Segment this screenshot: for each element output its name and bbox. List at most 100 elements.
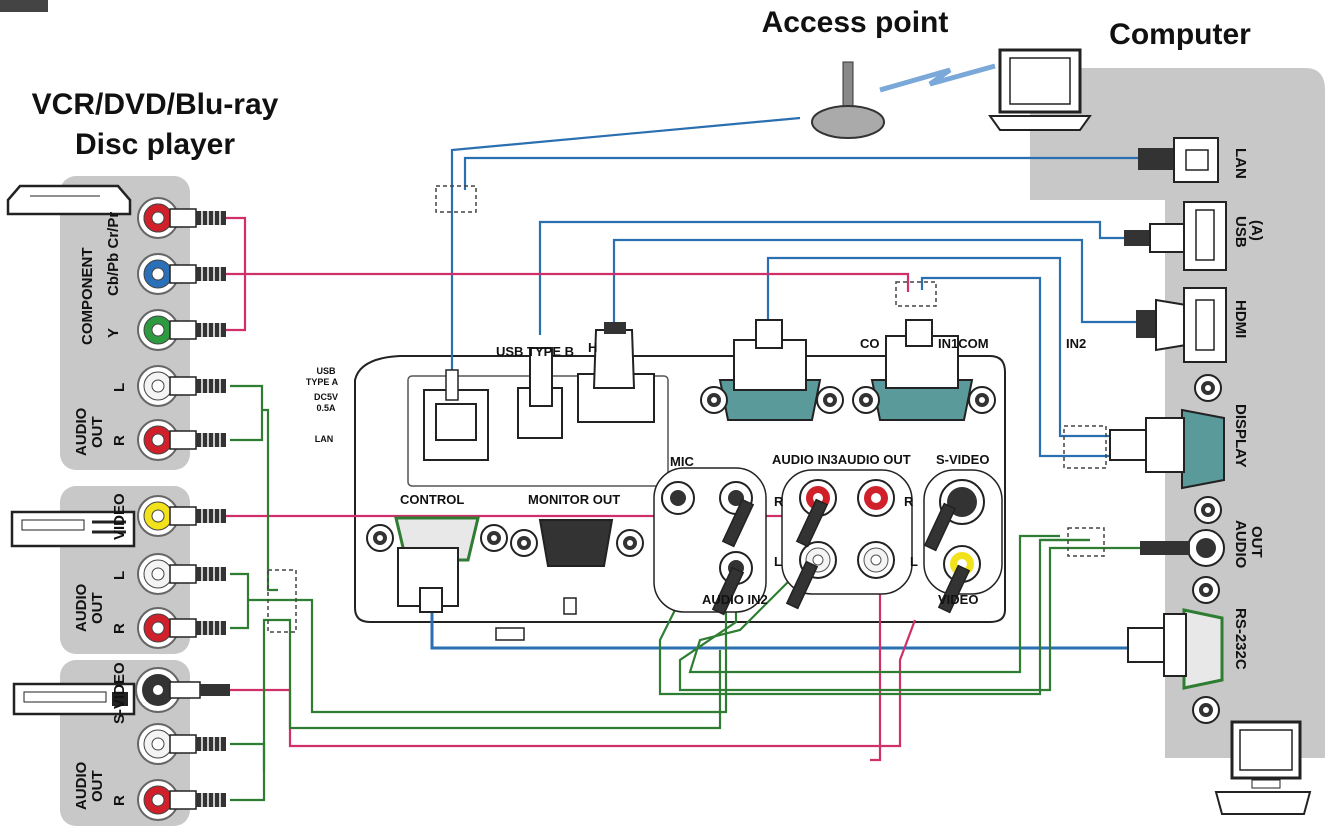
hdmi-cable xyxy=(612,238,1140,328)
label-r-3: R xyxy=(111,795,128,806)
label-mic: MIC xyxy=(670,454,694,469)
audio-in3-cable xyxy=(688,534,1060,674)
access-point-title: Access point xyxy=(762,6,949,39)
label-monitor-out: MONITOR OUT xyxy=(528,492,620,507)
svideo-cable xyxy=(230,619,917,748)
component-cb-cable xyxy=(214,272,910,292)
audio2-cable xyxy=(248,580,728,714)
dash-lan xyxy=(435,185,477,213)
projector-plugs xyxy=(711,498,971,616)
audio3-bridge xyxy=(230,742,266,802)
label-co: CO xyxy=(860,336,880,351)
label-audio-out-3a: AUDIO xyxy=(73,761,90,810)
rs232c-cable xyxy=(430,610,1128,650)
label-video: VIDEO xyxy=(111,493,128,540)
source-title: VCR/DVD/Blu-ray xyxy=(32,88,279,121)
label-rs232c: RS-232C xyxy=(1232,608,1249,670)
computer-audio-out-jack xyxy=(1140,529,1225,567)
label-audio-in2: AUDIO IN2 xyxy=(702,592,768,607)
label-05a: 0.5A xyxy=(316,403,336,413)
label-r-projector-2: R xyxy=(904,494,914,509)
slot xyxy=(495,627,525,641)
usb-cable xyxy=(538,220,1128,335)
audio1-down xyxy=(262,408,278,592)
vcr-icon xyxy=(10,510,136,548)
label-out-computer: OUT xyxy=(1248,526,1265,558)
lan-cable-ap xyxy=(450,116,801,380)
label-audio-out-1a: AUDIO xyxy=(73,407,90,456)
wireless-icon xyxy=(879,63,996,93)
label-usb-type-b: USB TYPE B xyxy=(496,344,574,359)
dash-in xyxy=(895,281,937,307)
component-cb-plug xyxy=(169,264,227,284)
computer-in1-port xyxy=(700,319,844,421)
control-port xyxy=(366,516,508,613)
video-cable xyxy=(214,514,882,762)
computer-hdmi-port xyxy=(1136,287,1227,363)
computer-lan-port xyxy=(1138,137,1219,183)
label-audio-out-2a: AUDIO xyxy=(73,583,90,632)
label-audio-out-2b: OUT xyxy=(89,592,106,624)
laptop-icon xyxy=(988,48,1092,131)
lan-cable-computer xyxy=(463,156,1140,190)
label-hdmi: HDMI xyxy=(1232,300,1249,338)
component-y-plug xyxy=(169,320,227,340)
label-display: DISPLAY xyxy=(1232,404,1249,468)
computer-usb-port xyxy=(1124,201,1227,271)
computer-rs232c-port xyxy=(1127,576,1224,724)
label-l-projector-1: L xyxy=(774,554,782,569)
desktop-computer-icon xyxy=(1214,720,1312,815)
dash-audio xyxy=(1067,527,1105,557)
label-usb-type-a2: TYPE A xyxy=(306,377,339,387)
display-cable-in1 xyxy=(766,256,1110,438)
display-cable-in2 xyxy=(920,276,1110,458)
computer-display-port xyxy=(1109,374,1225,524)
access-point xyxy=(811,61,996,139)
label-svideo-projector: S-VIDEO xyxy=(936,452,989,467)
svideo-video-jacks xyxy=(923,469,1003,595)
label-audio-out-3b: OUT xyxy=(89,770,106,802)
dashed-markers xyxy=(267,185,1107,633)
label-h: H xyxy=(588,340,597,355)
label-cb-cr: Cb/Pb Cr/Pr xyxy=(105,212,122,296)
label-lan-computer: LAN xyxy=(1232,148,1249,179)
label-audio-in3: AUDIO IN3AUDIO OUT xyxy=(772,452,911,467)
label-audio-out-1b: OUT xyxy=(89,416,106,448)
label-r-projector-1: R xyxy=(774,494,784,509)
label-lan-projector: LAN xyxy=(315,434,334,444)
label-usb-type-a: USB xyxy=(316,366,336,376)
audio1-bridge xyxy=(230,384,264,442)
projector-ports xyxy=(366,319,1003,641)
bluray-player-icon xyxy=(12,682,136,716)
label-video-projector: VIDEO xyxy=(938,592,978,607)
label-l-projector-2: L xyxy=(910,554,918,569)
label-in1com: IN1COM xyxy=(938,336,989,351)
label-y: Y xyxy=(105,328,122,338)
audio2-bridge xyxy=(230,572,250,630)
dash-left xyxy=(267,569,297,633)
left-connectors xyxy=(135,197,230,821)
label-audio-computer: AUDIO xyxy=(1232,520,1249,569)
label-dc5v: DC5V xyxy=(314,392,338,402)
dvd-player-icon xyxy=(6,184,132,216)
computer-connectors xyxy=(1109,137,1227,724)
label-usb-computer: USB xyxy=(1232,216,1249,248)
audio-out-cable-a xyxy=(678,546,1140,692)
label-control: CONTROL xyxy=(400,492,464,507)
label-l-2: L xyxy=(111,571,128,580)
audio3-cable xyxy=(262,618,722,772)
label-r-1: R xyxy=(111,435,128,446)
corner-mark xyxy=(0,0,48,12)
computer-title: Computer xyxy=(1109,18,1251,51)
label-svideo: S-VIDEO xyxy=(111,662,128,724)
cables xyxy=(214,116,1140,802)
label-r-2: R xyxy=(111,623,128,634)
label-component: COMPONENT xyxy=(79,248,96,346)
label-l-1: L xyxy=(111,383,128,392)
label-usb-a: (A) xyxy=(1248,220,1265,241)
source-title-line2: Disc player xyxy=(75,128,235,161)
mic-audio-in2-jacks xyxy=(653,467,767,613)
lock-icon xyxy=(563,597,577,615)
